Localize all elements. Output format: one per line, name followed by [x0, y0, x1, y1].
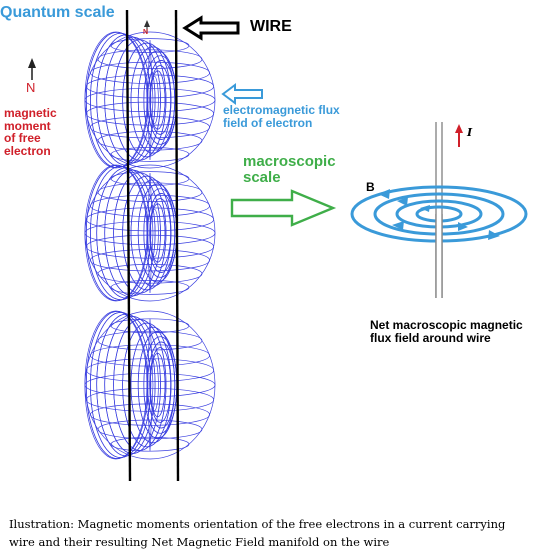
field-b-label: B: [366, 180, 375, 194]
current-arrow-icon: [455, 124, 463, 147]
electron-mesh-ring: [97, 264, 203, 284]
north-small-label: N: [143, 29, 149, 36]
net-field-line-1: Net macroscopic magnetic: [370, 318, 523, 332]
electron-mesh-ring: [85, 234, 215, 259]
electron-mesh-ring: [97, 419, 203, 440]
macroscopic-line-2: scale: [243, 168, 281, 186]
electron-mesh-loop: [113, 39, 167, 161]
electron-mesh-loop: [104, 169, 161, 297]
electron-mesh-ring: [110, 147, 190, 162]
electron-mesh-ring: [110, 171, 190, 186]
electron-mesh-ring: [90, 61, 210, 84]
electron-mesh-loop: [150, 203, 166, 263]
electron-mesh-loop: [90, 165, 152, 301]
electron-mesh-loop: [150, 70, 166, 130]
electron-mesh-loop: [96, 34, 156, 166]
electron-mesh-loop: [96, 313, 156, 457]
field-arrow-6: [392, 221, 404, 230]
electron-mesh-loop: [90, 165, 152, 301]
electron-mesh-loop: [96, 167, 156, 299]
electron-mesh-ring: [90, 194, 210, 217]
electron-mesh-ring: [90, 344, 210, 367]
electron-mesh-axis: [146, 39, 154, 161]
electron-mesh-ring: [84, 87, 216, 113]
electron-mesh-ring: [85, 358, 215, 383]
electron-mesh-ring: [84, 220, 216, 246]
field-direction-arrows: [378, 189, 500, 240]
electron-mesh-loop: [149, 198, 172, 268]
electron-mesh-loop: [113, 319, 167, 451]
north-arrow-icon: [28, 58, 36, 80]
electron-mesh-ring: [110, 436, 190, 452]
electron-mesh-ring: [97, 330, 203, 351]
electron-mesh-loop: [147, 193, 176, 273]
electron-mesh-loop: [113, 172, 167, 294]
electron-mesh-ring: [97, 49, 203, 69]
electron-mesh-loop: [147, 341, 176, 429]
field-arrow-4: [458, 222, 468, 231]
wire-left-line: [125, 9, 132, 482]
electron-mesh-ring: [110, 280, 190, 295]
electron-mesh-loop: [104, 316, 161, 454]
wire-right-line: [174, 9, 180, 482]
electron-mesh-loop: [90, 312, 152, 458]
electron-mesh-ring: [85, 74, 215, 99]
magnetic-moment-line-3: of free: [4, 131, 41, 146]
field-arrow-5: [488, 230, 500, 240]
wire-pointer-icon: [182, 15, 240, 41]
electron-mesh-loop: [90, 312, 152, 458]
net-field-line-2: flux field around wire: [370, 330, 491, 345]
magnetic-moment-line-4: electron: [4, 143, 51, 158]
electron-mesh-axis: [146, 172, 154, 294]
macroscopic-scale-label: macroscopic scale: [243, 154, 336, 186]
electron-mesh-ring: [85, 207, 215, 232]
electron-mesh-ring: [110, 318, 190, 334]
magnetic-moment-line-1: magnetic: [4, 106, 57, 120]
current-i-label: I: [467, 126, 473, 139]
magnetic-moment-label: magnetic moment of free electron: [4, 107, 57, 157]
em-flux-line-1: electromagnetic flux: [223, 103, 340, 117]
field-arrow-1: [378, 189, 390, 199]
electron-mesh-loop: [90, 32, 152, 168]
electron-mesh-loop: [150, 352, 166, 418]
electron-mesh-ring: [85, 387, 215, 412]
quantum-scale-label: Quantum scale: [0, 4, 115, 21]
macroscopic-line-1: macroscopic: [243, 153, 336, 170]
electron-mesh-ring: [90, 403, 210, 426]
field-arrow-3: [420, 205, 430, 212]
illustration-caption: Ilustration: Magnetic moments orientatio…: [9, 517, 506, 549]
electron-mesh-loop: [149, 65, 172, 135]
electron-mesh-ring: [84, 372, 216, 398]
electron-mesh-ring: [97, 131, 203, 151]
macro-pointer-icon: [230, 189, 337, 227]
electron-mesh-loop: [104, 169, 161, 297]
electromagnetic-flux-label: electromagnetic flux field of electron: [223, 104, 340, 129]
electron-mesh-loop: [90, 32, 152, 168]
electron-mesh-2: [84, 164, 216, 302]
magnetic-moment-line-2: moment: [4, 118, 51, 133]
em-flux-line-2: field of electron: [223, 115, 313, 130]
electron-mesh-ring: [90, 116, 210, 139]
wire-label: WIRE: [250, 18, 292, 35]
electron-mesh-loop: [104, 36, 161, 164]
electron-mesh-axis: [146, 318, 154, 452]
electron-mesh-ring: [85, 101, 215, 126]
electron-mesh-3: [84, 310, 216, 460]
electron-mesh-loop: [147, 60, 176, 140]
electron-mesh-1: [84, 31, 216, 169]
north-label: N: [26, 80, 36, 95]
flux-pointer-icon: [221, 83, 263, 105]
electron-meshes: [84, 31, 216, 460]
electron-mesh-loop: [149, 347, 172, 423]
electron-mesh-loop: [104, 36, 161, 164]
field-arrow-2: [397, 197, 408, 206]
north-arrow-small-icon: [144, 20, 150, 33]
electron-mesh-ring: [90, 249, 210, 272]
electron-mesh-ring: [97, 182, 203, 202]
net-macroscopic-field-label: Net macroscopic magnetic flux field arou…: [370, 319, 523, 344]
electron-mesh-ring: [110, 38, 190, 53]
electron-mesh-loop: [104, 316, 161, 454]
